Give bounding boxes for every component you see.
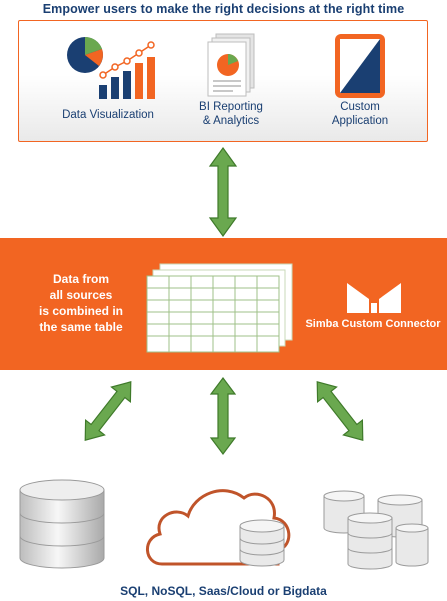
- simba-logo-icon: [347, 283, 401, 313]
- app-label-custom-application: Custom Application: [331, 101, 389, 127]
- database-cluster-icon: [323, 490, 429, 570]
- double-arrow-top: [208, 146, 238, 238]
- band-description: Data from all sources is combined in the…: [38, 272, 123, 334]
- double-arrow-middle: [209, 377, 237, 455]
- app-label-data-visualization: Data Visualization: [62, 109, 154, 121]
- double-arrow-right: [316, 381, 364, 441]
- double-arrow-left: [84, 381, 132, 441]
- headline: Empower users to make the right decision…: [42, 2, 405, 16]
- pie-bar-chart-icon: [67, 36, 155, 99]
- spreadsheet-table-icon: [146, 263, 293, 353]
- app-label-bi-reporting: BI Reporting & Analytics: [199, 101, 263, 127]
- connector-label: Simba Custom Connector: [305, 318, 441, 330]
- report-document-icon: [207, 33, 255, 97]
- cloud-database-icon: [146, 489, 291, 567]
- database-icon: [19, 479, 105, 569]
- data-sources-label: SQL, NoSQL, Saas/Cloud or Bigdata: [120, 584, 327, 598]
- tablet-app-icon: [335, 34, 385, 98]
